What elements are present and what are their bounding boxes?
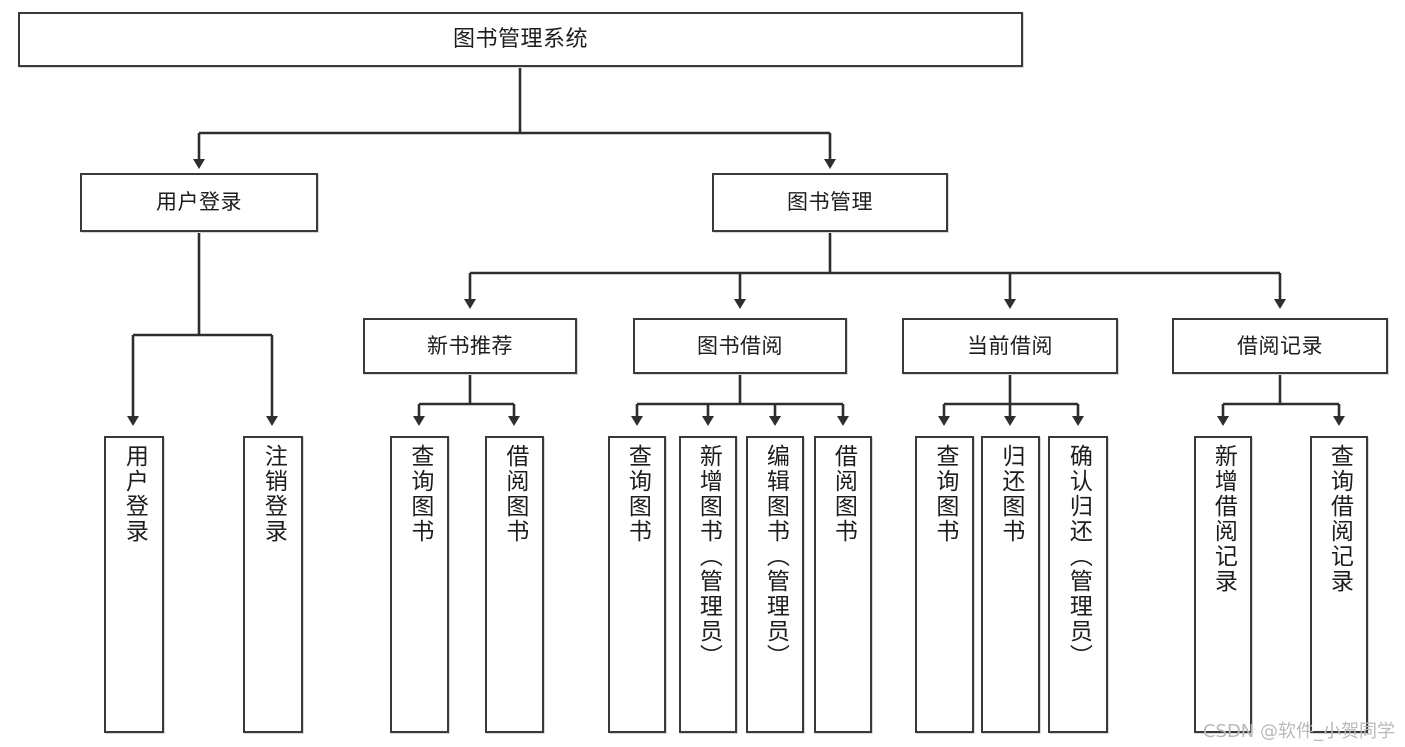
node-leaf-add-borrow-record[interactable]: 新增借阅记录 xyxy=(1194,436,1252,733)
watermark: CSDN @软件_小贺同学 xyxy=(1202,721,1395,742)
node-root[interactable]: 图书管理系统 xyxy=(18,12,1023,67)
node-leaf-borrow-book-borrow-label: 借阅图书 xyxy=(830,444,857,544)
node-book-borrow-label: 图书借阅 xyxy=(697,333,783,358)
node-leaf-add-book-admin[interactable]: 新增图书（管理员） xyxy=(679,436,737,733)
node-leaf-edit-book-admin-label: 编辑图书（管理员） xyxy=(762,444,789,669)
node-book-management[interactable]: 图书管理 xyxy=(712,173,948,232)
node-leaf-logout-label: 注销登录 xyxy=(260,444,287,544)
node-leaf-query-borrow-record-label: 查询借阅记录 xyxy=(1326,444,1353,594)
node-leaf-borrow-book-borrow[interactable]: 借阅图书 xyxy=(814,436,872,733)
node-leaf-query-book-current-label: 查询图书 xyxy=(931,444,958,544)
node-user-login[interactable]: 用户登录 xyxy=(80,173,318,232)
node-leaf-user-login-label: 用户登录 xyxy=(121,444,148,544)
node-borrow-record-label: 借阅记录 xyxy=(1237,333,1323,358)
node-user-login-label: 用户登录 xyxy=(156,190,242,215)
node-root-label: 图书管理系统 xyxy=(452,26,588,52)
node-leaf-query-book-current[interactable]: 查询图书 xyxy=(915,436,974,733)
node-current-borrow[interactable]: 当前借阅 xyxy=(902,318,1118,374)
node-leaf-query-borrow-record[interactable]: 查询借阅记录 xyxy=(1310,436,1368,733)
node-leaf-query-book-borrow-label: 查询图书 xyxy=(624,444,651,544)
node-leaf-logout[interactable]: 注销登录 xyxy=(243,436,303,733)
node-leaf-user-login[interactable]: 用户登录 xyxy=(104,436,164,733)
node-new-book-recommend[interactable]: 新书推荐 xyxy=(363,318,577,374)
node-leaf-add-book-admin-label: 新增图书（管理员） xyxy=(695,444,722,669)
node-leaf-return-book-label: 归还图书 xyxy=(997,444,1024,544)
node-book-management-label: 图书管理 xyxy=(787,190,873,215)
node-leaf-query-book-rec-label: 查询图书 xyxy=(406,444,433,544)
node-book-borrow[interactable]: 图书借阅 xyxy=(633,318,847,374)
node-leaf-confirm-return-admin[interactable]: 确认归还（管理员） xyxy=(1048,436,1108,733)
node-leaf-add-borrow-record-label: 新增借阅记录 xyxy=(1210,444,1237,594)
node-leaf-confirm-return-admin-label: 确认归还（管理员） xyxy=(1065,444,1092,669)
node-leaf-borrow-book-rec-label: 借阅图书 xyxy=(501,444,528,544)
node-current-borrow-label: 当前借阅 xyxy=(967,333,1053,358)
node-leaf-return-book[interactable]: 归还图书 xyxy=(981,436,1040,733)
node-leaf-edit-book-admin[interactable]: 编辑图书（管理员） xyxy=(746,436,804,733)
node-leaf-query-book-rec[interactable]: 查询图书 xyxy=(390,436,449,733)
node-leaf-borrow-book-rec[interactable]: 借阅图书 xyxy=(485,436,544,733)
node-new-book-recommend-label: 新书推荐 xyxy=(427,333,513,358)
node-borrow-record[interactable]: 借阅记录 xyxy=(1172,318,1388,374)
node-leaf-query-book-borrow[interactable]: 查询图书 xyxy=(608,436,666,733)
